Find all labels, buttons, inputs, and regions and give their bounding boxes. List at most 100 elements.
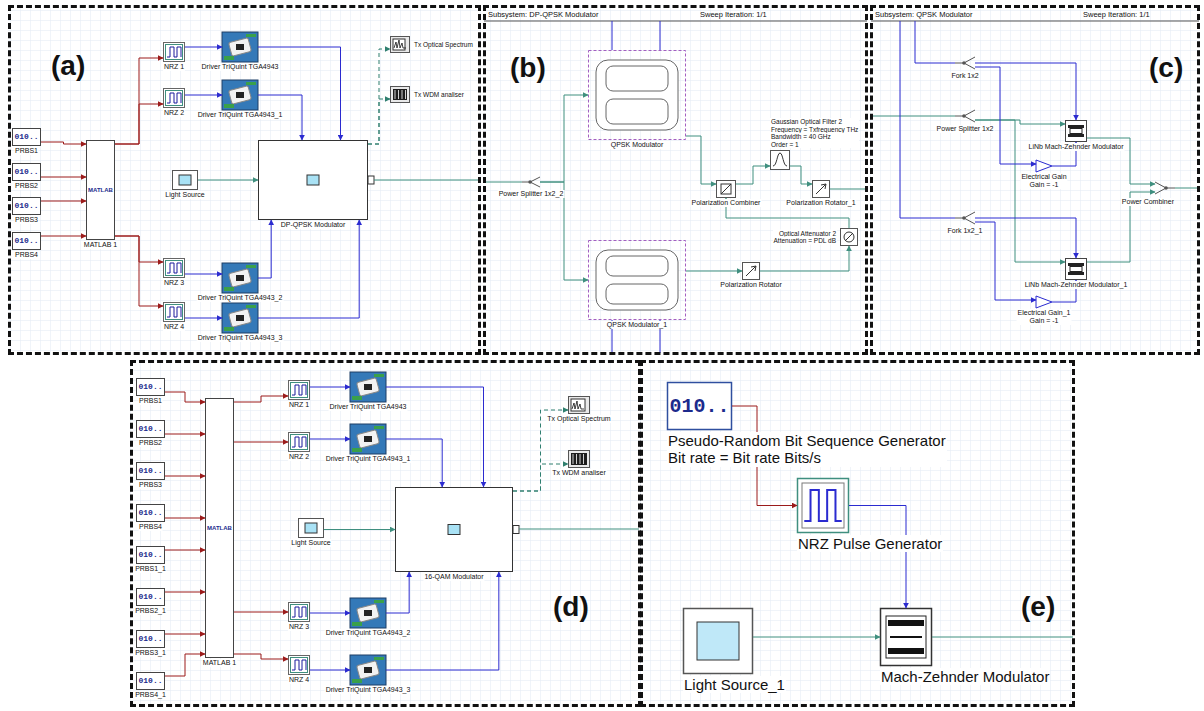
prbs-generator: 010..PRBS3 [136, 462, 165, 480]
light-source-icon [684, 609, 753, 674]
signal-wire [165, 434, 205, 435]
signal-wire [975, 120, 1065, 124]
nrz-pulse-generator: NRZ 3 [288, 602, 310, 622]
panel-text-holder: Sweep Iteration: 1/1 [700, 11, 767, 20]
signal-wire [736, 166, 770, 184]
waveguide [1070, 267, 1082, 272]
modulator-body [886, 616, 926, 658]
panel-label: (d) [553, 593, 589, 621]
wdm-analyzer: Tx WDM analiser [568, 450, 590, 468]
label-holder: PRBS1 [138, 397, 163, 405]
mz-arm [606, 66, 668, 91]
nrz-pulse-generator-icon [289, 433, 310, 452]
driver-amplifier: Driver TriQuint TGA4943_3 [350, 655, 386, 685]
driver-amplifier-icon [222, 303, 258, 333]
subsystem-outline [589, 51, 686, 140]
screen [571, 453, 587, 465]
signal-wire [234, 442, 288, 443]
channel-mark [398, 90, 399, 99]
icon-text: 010.. [138, 634, 162, 643]
panel-grid [8, 5, 481, 355]
port-wire [660, 21, 661, 50]
signal-wire [115, 104, 163, 144]
icon-frame [798, 479, 849, 533]
subsystem-outline [589, 241, 686, 320]
component-label: Gaussian Optical Filter 2 [770, 118, 859, 125]
icon-text: 010.. [138, 424, 162, 433]
chip [236, 44, 244, 50]
light-source: Light Source [172, 170, 198, 190]
port-wire [374, 180, 479, 181]
signal-wire [386, 387, 484, 487]
label-holder: MATLAB 1 [83, 241, 118, 249]
prbs-generator: 010..PRBS1 [136, 378, 165, 396]
component-label: Tx Optical Spectrum [413, 41, 474, 48]
label-holder: Electrical Gain_1Gain = -1 [1017, 309, 1072, 325]
pcb-strip [374, 374, 384, 377]
subsystem-header: Subsystem: QPSK Modulator [875, 11, 973, 20]
pcb-strip [352, 396, 362, 400]
prbs-generator-icon [13, 129, 41, 146]
chip [236, 92, 244, 98]
label-holder: NRZ 2 [163, 109, 185, 117]
rotation-arrow [746, 266, 756, 276]
icon-frame [137, 673, 165, 690]
rotation-arrow [816, 184, 826, 194]
qpsk-modulator: QPSK Modulator_1 [588, 240, 686, 320]
polarization-rotator-icon [743, 263, 760, 280]
pcb-strip [224, 287, 234, 291]
power-splitter: Power Splitter 1x2_2 [522, 175, 540, 189]
label-holder: NRZ 3 [288, 623, 310, 631]
component-label: NRZ 4 [163, 323, 185, 331]
prbs-generator-icon [137, 589, 165, 606]
port-wire [932, 637, 1073, 638]
pulse-wave [292, 660, 306, 670]
label-holder: PRBS1 [14, 147, 39, 155]
wdm-analyzer-icon [569, 451, 590, 468]
matlab-block: MATLABMATLAB 1 [86, 140, 115, 240]
label-holder: Polarization Rotator_1 [785, 199, 856, 207]
label-holder: PRBS4 [14, 251, 39, 259]
light-source: Light Source_1 [683, 608, 753, 674]
component-label: LiNb Mach-Zehnder Modulator_1 [1024, 281, 1129, 289]
label-holder: PRBS1_1 [134, 565, 167, 573]
component-label: NRZ 1 [288, 401, 310, 409]
component-label: Driver TriQuint TGA4943_1 [197, 111, 284, 119]
amplifier-triangle [1036, 296, 1052, 308]
nrz-pulse-generator-icon [164, 259, 185, 278]
label-holder: PRBS3_1 [134, 649, 167, 657]
prbs-generator-icon [137, 673, 165, 690]
port-wire [519, 529, 639, 530]
label-holder: Driver TriQuint TGA4943 [201, 63, 280, 71]
signal-wire [165, 592, 205, 593]
nrz-pulse-generator: NRZ 4 [163, 302, 185, 322]
mz-modulator: LiNb Mach-Zehnder Modulator_1 [1065, 258, 1087, 280]
chip [364, 610, 372, 616]
waveguide [1070, 129, 1082, 134]
laser-symbol [305, 523, 317, 533]
driver-photo [222, 263, 258, 293]
icon-frame [137, 463, 165, 480]
signal-wire [234, 396, 288, 402]
signal-wire [115, 236, 163, 306]
component-label: NRZ 3 [163, 279, 185, 287]
icon-text: 010.. [138, 466, 162, 475]
component-label: Mach-Zehnder Modulator [880, 668, 1050, 685]
label-holder: PRBS4 [138, 523, 163, 531]
icon-part [291, 435, 308, 450]
dial [844, 232, 854, 242]
component-label: DP-QPSK Modulator [280, 221, 347, 229]
port-wire [900, 21, 955, 218]
pcb-strip [352, 448, 362, 452]
prbs-generator: 010..PRBS2 [136, 420, 165, 438]
chip-board [357, 430, 380, 449]
chip-board [357, 378, 380, 397]
component-label: Tx Optical Spectrum [546, 415, 611, 423]
electrode [1068, 125, 1084, 128]
pcb-strip [246, 82, 256, 85]
modulator-subsystem-icon [396, 488, 520, 572]
icon-frame [841, 229, 858, 246]
screen [393, 39, 405, 50]
matlab-block-icon [87, 141, 115, 240]
